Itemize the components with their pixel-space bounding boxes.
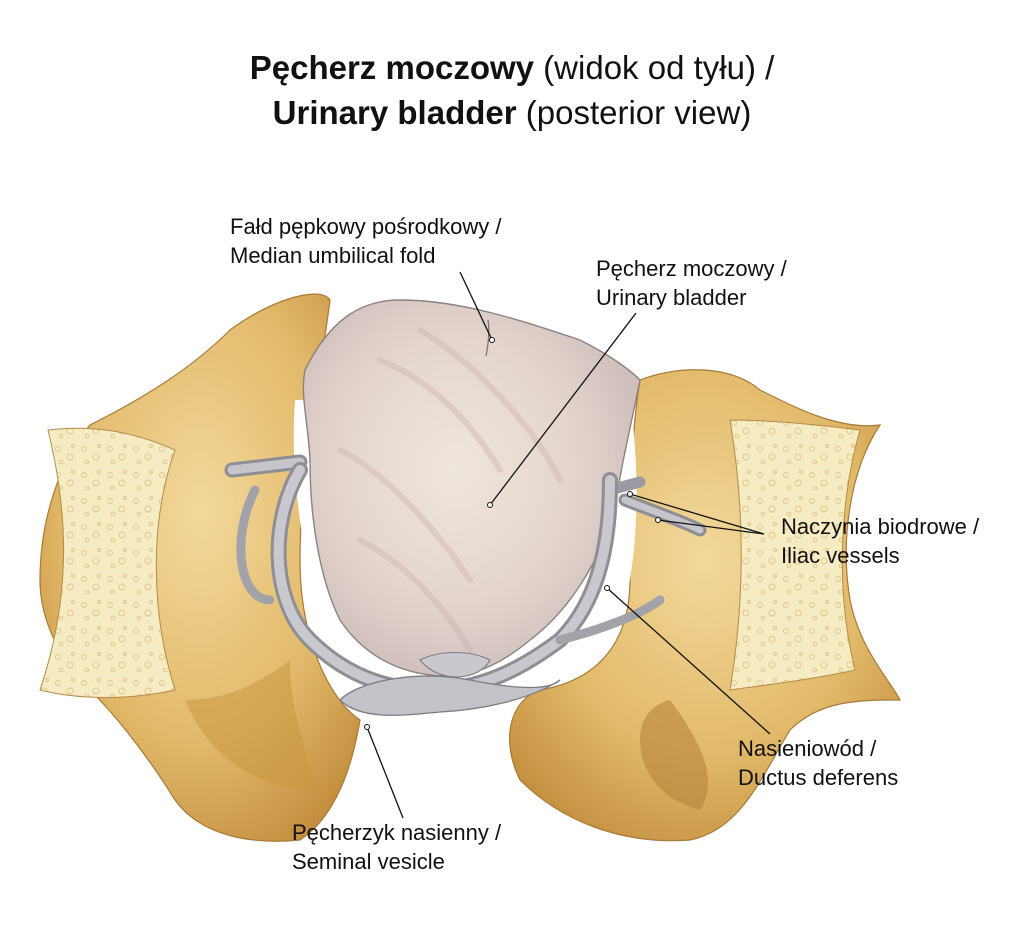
label-median-umbilical-fold-pl: Fałd pępkowy pośrodkowy / [230,214,502,239]
label-iliac-vessels: Naczynia biodrowe / Iliac vessels [781,512,979,570]
title-polish-rest: (widok od tyłu) / [534,49,775,86]
title-english-rest: (posterior view) [516,94,752,131]
leader-dots [364,337,661,730]
label-ductus-deferens-pl: Nasieniowód / [738,736,877,761]
label-seminal-vesicle-en: Seminal vesicle [292,849,445,874]
title-english-bold: Urinary bladder [272,94,517,131]
label-ductus-deferens: Nasieniowód / Ductus deferens [738,734,898,792]
label-iliac-vessels-en: Iliac vessels [781,543,900,568]
label-median-umbilical-fold-en: Median umbilical fold [230,243,436,268]
label-median-umbilical-fold: Fałd pępkowy pośrodkowy / Median umbilic… [230,212,501,270]
label-seminal-vesicle-pl: Pęcherzyk nasienny / [292,820,502,845]
right-hip-bone [509,369,901,842]
urinary-bladder [302,299,641,677]
label-urinary-bladder-en: Urinary bladder [596,285,747,310]
title-polish-bold: Pęcherz moczowy [249,49,535,86]
leader-lines [366,271,771,819]
title-line-1: Pęcherz moczowy (widok od tyłu) / [0,48,1024,88]
title-line-2: Urinary bladder (posterior view) [0,93,1024,133]
label-urinary-bladder-pl: Pęcherz moczowy / [596,256,787,281]
left-hip-bone [39,293,361,842]
label-urinary-bladder: Pęcherz moczowy / Urinary bladder [596,254,787,312]
label-ductus-deferens-en: Ductus deferens [738,765,899,790]
seminal-vesicles [339,652,561,716]
label-iliac-vessels-pl: Naczynia biodrowe / [781,514,980,539]
label-seminal-vesicle: Pęcherzyk nasienny / Seminal vesicle [292,818,501,876]
